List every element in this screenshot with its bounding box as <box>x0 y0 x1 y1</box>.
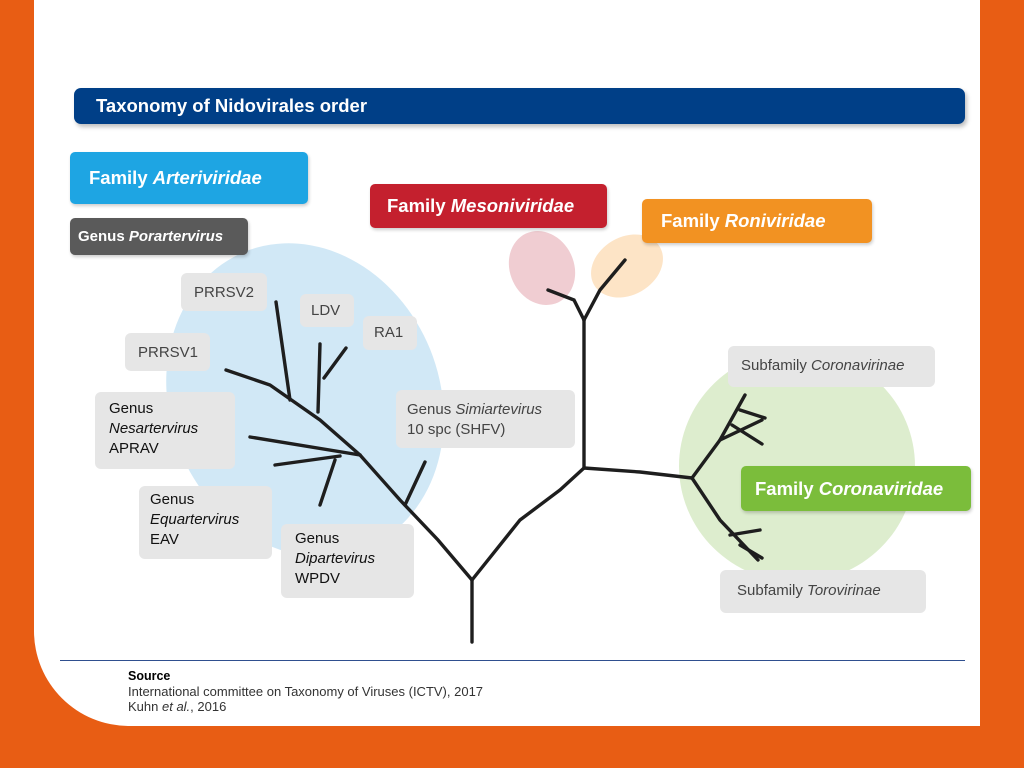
genus-equartervirus-box: Genus Equartervirus EAV <box>139 486 272 559</box>
equartervirus-leaf <box>273 454 342 467</box>
arteri-stem <box>358 453 474 582</box>
title-bar: Taxonomy of Nidovirales order <box>74 88 965 124</box>
corona-stem <box>582 466 694 480</box>
simiartevirus-leaf <box>403 460 427 507</box>
roniviridae-branch <box>582 258 627 322</box>
dipartevirus-leaf <box>318 458 337 507</box>
genus-simiartevirus-box: Genus Simiartevirus 10 spc (SHFV) <box>396 390 575 448</box>
right-stem <box>470 466 586 582</box>
nesartervirus-leaf <box>248 435 362 457</box>
leaf-label-prrsv1: PRRSV1 <box>125 333 210 371</box>
prrsv2-leaf <box>274 300 292 402</box>
coronavirinae-leaf-2 <box>730 423 764 446</box>
family-arteriviridae-label: Family Arteriviridae <box>70 152 308 204</box>
source-divider <box>60 660 965 661</box>
leaf-label-prrsv2: PRRSV2 <box>181 273 267 311</box>
genus-dipartevirus-box: Genus Dipartevirus WPDV <box>281 524 414 598</box>
genus-nesartervirus-box: Genus Nesartervirus APRAV <box>95 392 235 469</box>
arteri-main-branch <box>224 368 362 457</box>
source-line-2: Kuhn et al., 2016 <box>128 699 227 714</box>
family-coronaviridae-label: Family Coronaviridae <box>741 466 971 511</box>
ra1-leaf <box>322 346 348 380</box>
coronavirinae-leaf-3 <box>738 408 767 420</box>
page-title: Taxonomy of Nidovirales order <box>96 95 368 116</box>
mesoniviridae-branch <box>546 288 586 322</box>
leaf-label-ra1: RA1 <box>363 316 417 350</box>
family-mesoniviridae-label: Family Mesoniviridae <box>370 184 607 228</box>
subfamily-torovirinae-label: Subfamily Torovirinae <box>720 570 926 613</box>
source-line-1: International committee on Taxonomy of V… <box>128 684 484 699</box>
ldv-leaf <box>316 342 322 414</box>
source-heading: Source <box>128 669 171 683</box>
tree-branches <box>224 258 767 644</box>
leaf-label-ldv: LDV <box>300 294 354 327</box>
torovirinae-leaf-1 <box>728 528 762 537</box>
family-roniviridae-label: Family Roniviridae <box>642 199 872 243</box>
subfamily-coronavirinae-label: Subfamily Coronavirinae <box>728 346 935 387</box>
source-note: Source International committee on Taxono… <box>128 668 483 714</box>
genus-porartervirus-label: Genus Porartervirus <box>70 218 248 255</box>
torovirinae-leaf-2 <box>738 543 764 560</box>
mesoniviridae-highlight <box>508 231 576 305</box>
